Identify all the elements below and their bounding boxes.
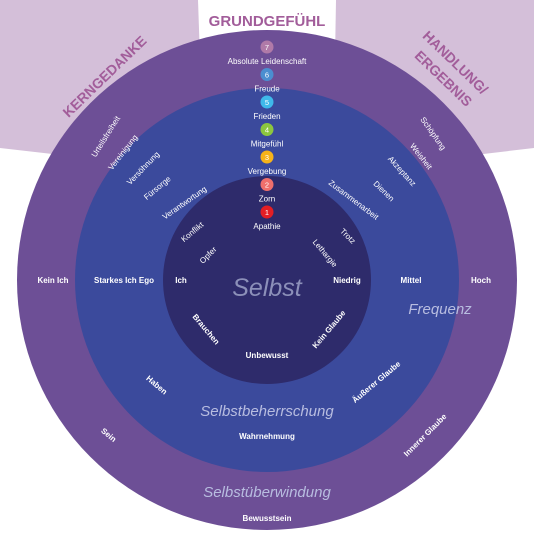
level-2-label: Zorn xyxy=(259,195,275,204)
level-7-label: Absolute Leidenschaft xyxy=(228,57,308,66)
label-starkes-ich-ego: Starkes Ich Ego xyxy=(94,276,154,285)
level-3-label: Vergebung xyxy=(248,167,287,176)
level-2-marker xyxy=(260,178,274,191)
label-kein-ich: Kein Ich xyxy=(37,276,68,285)
level-1-number: 1 xyxy=(265,208,269,217)
level-4-label: Mitgefühl xyxy=(251,140,284,149)
level-6-label: Freude xyxy=(254,85,280,94)
level-4-marker xyxy=(260,123,274,136)
title-selbst: Selbst xyxy=(232,274,303,302)
label-niedrig: Niedrig xyxy=(333,276,361,285)
label-mittel: Mittel xyxy=(401,276,422,285)
left-wedge xyxy=(0,0,200,160)
label-bewusstsein: Bewusstsein xyxy=(243,514,292,523)
level-6-marker xyxy=(260,68,274,81)
level-1-marker xyxy=(260,205,274,219)
label-frequenz: Frequenz xyxy=(408,301,472,318)
title-selbstueberwindung: Selbstüberwindung xyxy=(203,484,331,501)
level-1-label: Apathie xyxy=(253,222,281,231)
label-unbewusst: Unbewusst xyxy=(246,351,289,360)
level-5-number: 5 xyxy=(265,98,269,107)
level-7-marker xyxy=(260,40,274,54)
level-7-number: 7 xyxy=(265,43,269,52)
label-hoch: Hoch xyxy=(471,276,491,285)
heading-grundgefuehl: GRUNDGEFÜHL xyxy=(209,13,326,30)
level-3-marker xyxy=(260,150,274,164)
label-wahrnehmung: Wahrnehmung xyxy=(239,432,295,441)
right-wedge xyxy=(335,0,534,160)
level-4-number: 4 xyxy=(265,126,269,135)
level-5-marker xyxy=(260,95,274,109)
level-5-label: Frieden xyxy=(253,112,280,121)
title-selbstbeherrschung: Selbstbeherrschung xyxy=(200,403,334,420)
level-3-number: 3 xyxy=(265,153,269,162)
label-ich: Ich xyxy=(175,276,187,285)
level-6-number: 6 xyxy=(265,71,269,80)
inner-ring xyxy=(163,176,371,384)
level-2-number: 2 xyxy=(265,181,269,190)
